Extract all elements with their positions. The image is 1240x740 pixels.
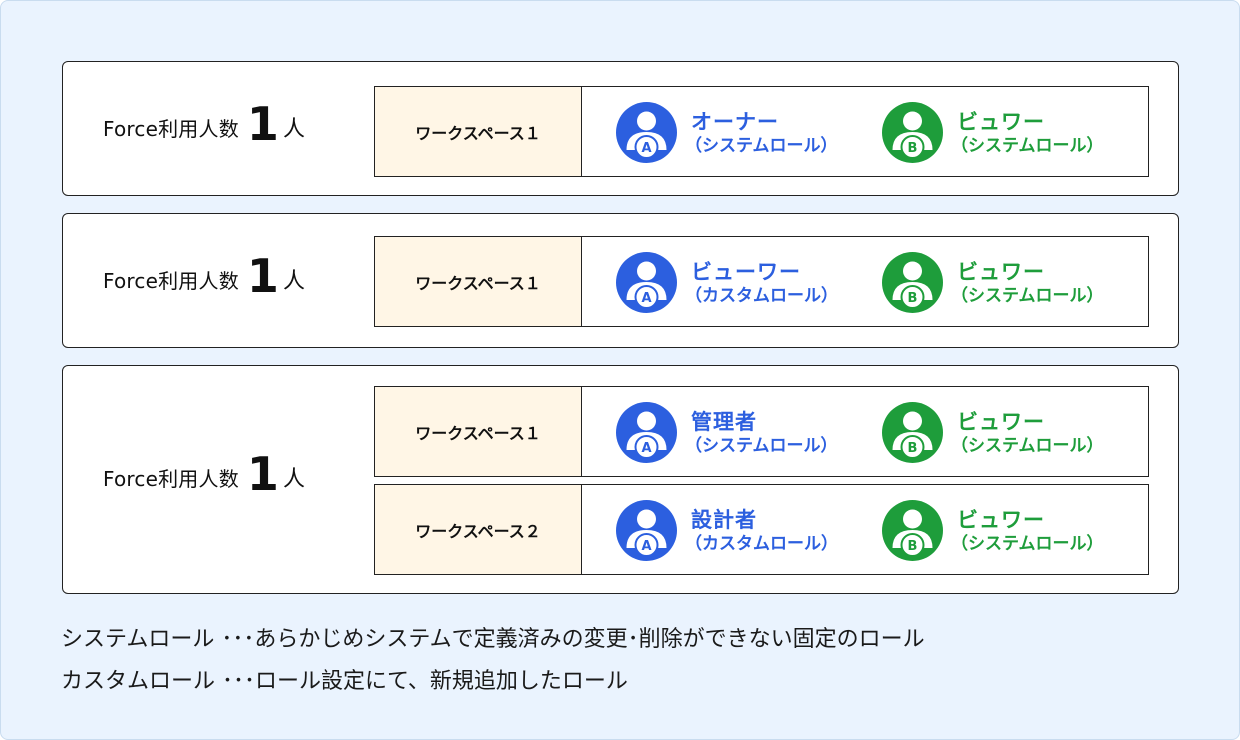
user-b-role: ビュワー [957, 409, 1045, 434]
user-b: B ビュワー （システムロール） [882, 402, 1104, 463]
user-a-badge: A [641, 291, 651, 306]
user-b-badge: B [908, 539, 918, 554]
workspace-row: ワークスペース１ A ビューワー （カスタムロール） [374, 236, 1149, 327]
workspace-name: ワークスペース１ [375, 387, 582, 476]
user-b-avatar-icon: B [882, 252, 943, 313]
user-b: B ビュワー （システムロール） [882, 500, 1104, 561]
count-label: Force利用人数 [103, 116, 239, 141]
workspace-row: ワークスペース２ A 設計者 （カスタムロール） [374, 484, 1149, 575]
workspace-row: ワークスペース１ A オーナー （システムロール） [374, 86, 1149, 177]
user-b-role-type: （システムロール） [951, 285, 1104, 306]
user-a: A ビューワー （カスタムロール） [616, 252, 838, 313]
workspace-name: ワークスペース１ [375, 237, 582, 326]
user-b-avatar-icon: B [882, 402, 943, 463]
user-b-role: ビュワー [957, 259, 1045, 284]
workspace-members: A ビューワー （カスタムロール） B [582, 237, 1148, 326]
workspace-row: ワークスペース１ A 管理者 （システムロール） [374, 386, 1149, 477]
count-number: 1 [246, 447, 279, 501]
user-a-role-type: （システムロール） [685, 435, 838, 456]
count-number: 1 [246, 97, 279, 151]
count-label: Force利用人数 [103, 466, 239, 491]
license-group-2: Force利用人数 1 人 ワークスペース１ A ビューワー （カスタ [62, 213, 1179, 348]
count-number: 1 [246, 249, 279, 303]
user-a-role-type: （カスタムロール） [685, 285, 838, 306]
user-a: A 管理者 （システムロール） [616, 402, 838, 463]
note-system-role: システムロール ･･･あらかじめシステムで定義済みの変更･削除ができない固定のロ… [61, 627, 925, 652]
count-unit: 人 [282, 467, 305, 492]
user-b-badge: B [908, 141, 918, 156]
user-a-avatar-icon: A [616, 500, 677, 561]
user-count: Force利用人数 1 人 [103, 249, 305, 303]
workspace-name: ワークスペース２ [375, 485, 582, 574]
license-group-3: Force利用人数 1 人 ワークスペース１ A 管理者 （システムロ [62, 365, 1179, 594]
user-count: Force利用人数 1 人 [103, 97, 305, 151]
workspace-members: A 設計者 （カスタムロール） B [582, 485, 1148, 574]
workspace-name: ワークスペース１ [375, 87, 582, 176]
user-b-avatar-icon: B [882, 102, 943, 163]
user-a-role: 設計者 [691, 507, 757, 532]
note-custom-role: カスタムロール ･･･ロール設定にて、新規追加したロール [61, 669, 628, 694]
user-b: B ビュワー （システムロール） [882, 102, 1104, 163]
user-b: B ビュワー （システムロール） [882, 252, 1104, 313]
user-a-avatar-icon: A [616, 102, 677, 163]
user-b-badge: B [908, 291, 918, 306]
user-b-avatar-icon: B [882, 500, 943, 561]
user-b-role-type: （システムロール） [951, 533, 1104, 554]
user-b-badge: B [908, 441, 918, 456]
count-unit: 人 [282, 269, 305, 294]
user-a-badge: A [641, 441, 651, 456]
workspace-members: A 管理者 （システムロール） B [582, 387, 1148, 476]
user-a-role: ビューワー [691, 259, 801, 284]
user-a-badge: A [641, 141, 651, 156]
user-a-role: オーナー [691, 109, 779, 134]
workspace-members: A オーナー （システムロール） B [582, 87, 1148, 176]
user-a-role-type: （カスタムロール） [685, 533, 838, 554]
user-b-role: ビュワー [957, 109, 1045, 134]
user-b-role: ビュワー [957, 507, 1045, 532]
count-unit: 人 [282, 117, 305, 142]
user-a-badge: A [641, 539, 651, 554]
user-a-avatar-icon: A [616, 402, 677, 463]
user-a: A 設計者 （カスタムロール） [616, 500, 838, 561]
count-label: Force利用人数 [103, 268, 239, 293]
legend-notes: システムロール ･･･あらかじめシステムで定義済みの変更･削除ができない固定のロ… [61, 619, 925, 703]
user-a-role: 管理者 [691, 409, 757, 434]
user-a: A オーナー （システムロール） [616, 102, 838, 163]
user-a-avatar-icon: A [616, 252, 677, 313]
user-count: Force利用人数 1 人 [103, 447, 305, 501]
license-group-1: Force利用人数 1 人 ワークスペース１ A オーナー （システム [62, 61, 1179, 196]
user-a-role-type: （システムロール） [685, 135, 838, 156]
user-b-role-type: （システムロール） [951, 135, 1104, 156]
user-b-role-type: （システムロール） [951, 435, 1104, 456]
